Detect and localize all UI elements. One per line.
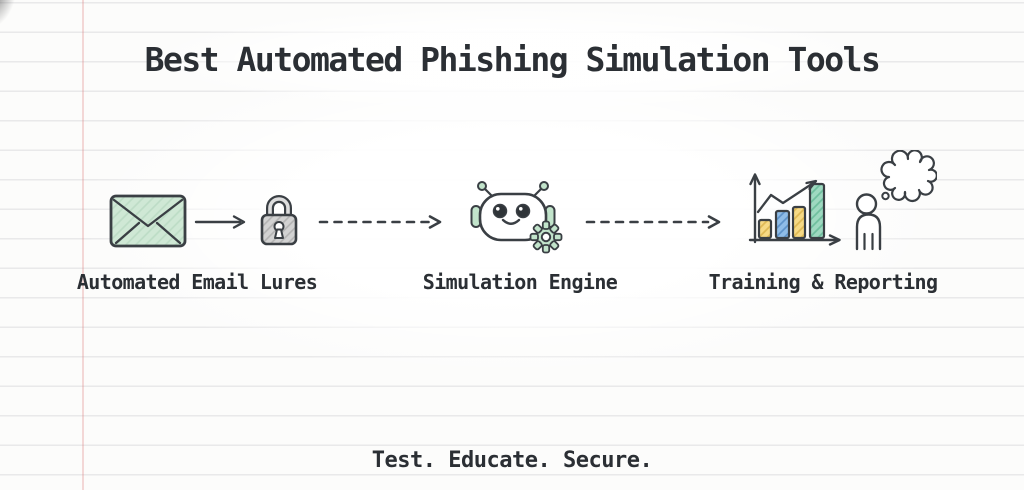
solid-arrow-icon <box>194 215 246 229</box>
robot-icon <box>470 181 563 254</box>
gear-icon <box>529 220 563 254</box>
step-label-automated-email-lures: Automated Email Lures <box>76 270 318 294</box>
envelope-icon <box>109 194 187 248</box>
tagline: Test. Educate. Secure. <box>371 448 653 473</box>
padlock-icon <box>260 195 298 246</box>
step-label-training-reporting: Training & Reporting <box>708 270 938 294</box>
bar-chart-icon <box>748 173 841 246</box>
thinking-person-icon <box>855 150 937 251</box>
step-label-simulation-engine: Simulation Engine <box>422 270 618 294</box>
thought-bubble-icon <box>880 150 937 203</box>
dashed-arrow-icon <box>318 215 442 229</box>
dashed-arrow-icon <box>585 215 721 229</box>
page-title: Best Automated Phishing Simulation Tools <box>144 40 881 79</box>
